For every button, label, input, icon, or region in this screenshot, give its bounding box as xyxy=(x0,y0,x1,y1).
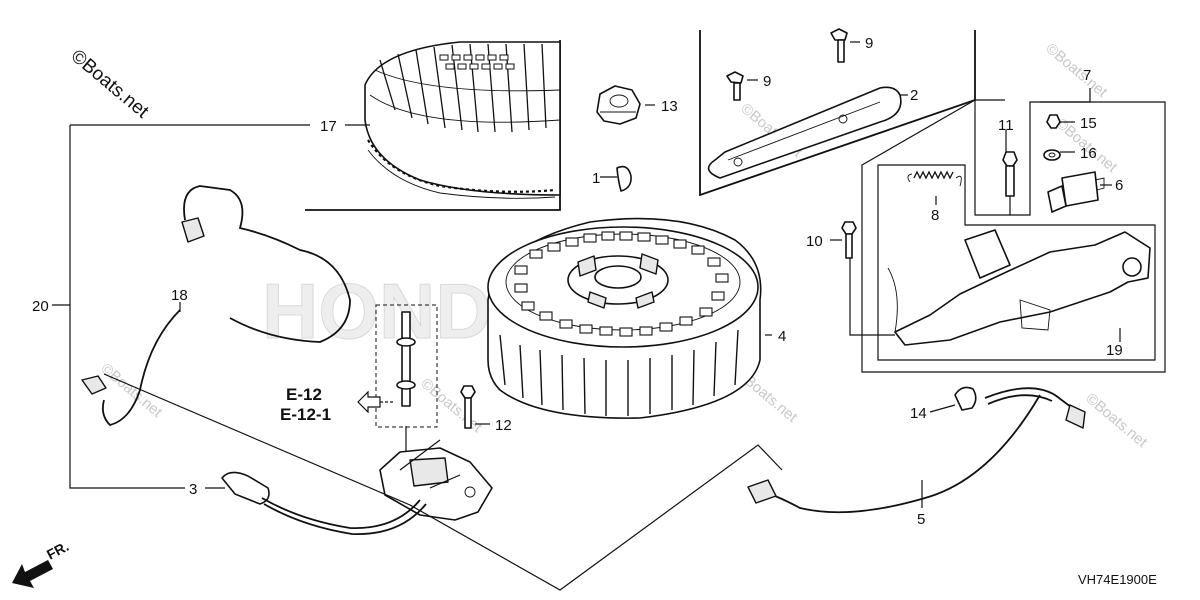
callout-19: 19 xyxy=(1106,342,1123,359)
reference-arrow xyxy=(357,390,395,414)
ground-wire-5 xyxy=(747,386,1086,514)
callout-11: 11 xyxy=(998,117,1014,134)
reference-bolt xyxy=(375,304,438,428)
callout-16: 16 xyxy=(1080,145,1097,162)
leader-outline xyxy=(103,373,783,591)
callout-8: 8 xyxy=(931,207,939,224)
callout-leaders xyxy=(52,41,1121,508)
callout-4: 4 xyxy=(778,328,786,345)
callout-9-a: 9 xyxy=(763,73,771,90)
callout-1: 1 xyxy=(592,170,600,187)
callout-15: 15 xyxy=(1080,115,1097,132)
callout-20: 20 xyxy=(32,298,49,315)
callout-6: 6 xyxy=(1115,177,1123,194)
ignition-bracket-group xyxy=(841,98,1166,373)
ignition-coil-3 xyxy=(221,439,493,535)
reference-label-e12-1: E-12-1 xyxy=(280,405,331,424)
front-indicator-label: FR. xyxy=(44,538,71,563)
callout-3: 3 xyxy=(189,481,197,498)
flywheel-fan-detail-17 xyxy=(305,40,561,211)
callout-10: 10 xyxy=(806,233,823,250)
callout-9-b: 9 xyxy=(865,35,873,52)
wire-harness-18 xyxy=(81,185,351,426)
watermark-text: ©Boats.net xyxy=(1042,40,1111,101)
copyright-watermark: ©Boats.net xyxy=(67,46,153,123)
front-direction-arrow-icon xyxy=(12,560,53,588)
callout-18: 18 xyxy=(171,287,188,304)
callout-13: 13 xyxy=(661,98,678,115)
watermark-text: ©Boats.net xyxy=(1082,390,1151,451)
flange-nut-13 xyxy=(596,85,641,125)
bracket-group-2-9 xyxy=(699,28,976,197)
callout-14: 14 xyxy=(910,405,927,422)
bolt-12 xyxy=(460,385,476,429)
flywheel-4 xyxy=(487,217,762,419)
callout-12: 12 xyxy=(495,417,512,434)
callout-17: 17 xyxy=(320,118,337,135)
diagram-code: VH74E1900E xyxy=(1078,572,1157,587)
woodruff-key-1 xyxy=(616,165,632,192)
callout-5: 5 xyxy=(917,511,925,528)
callout-7: 7 xyxy=(1083,67,1091,84)
callout-2: 2 xyxy=(910,87,918,104)
reference-label-e12: E-12 xyxy=(286,385,322,404)
watermark-text: ©Boats.net xyxy=(97,360,166,421)
